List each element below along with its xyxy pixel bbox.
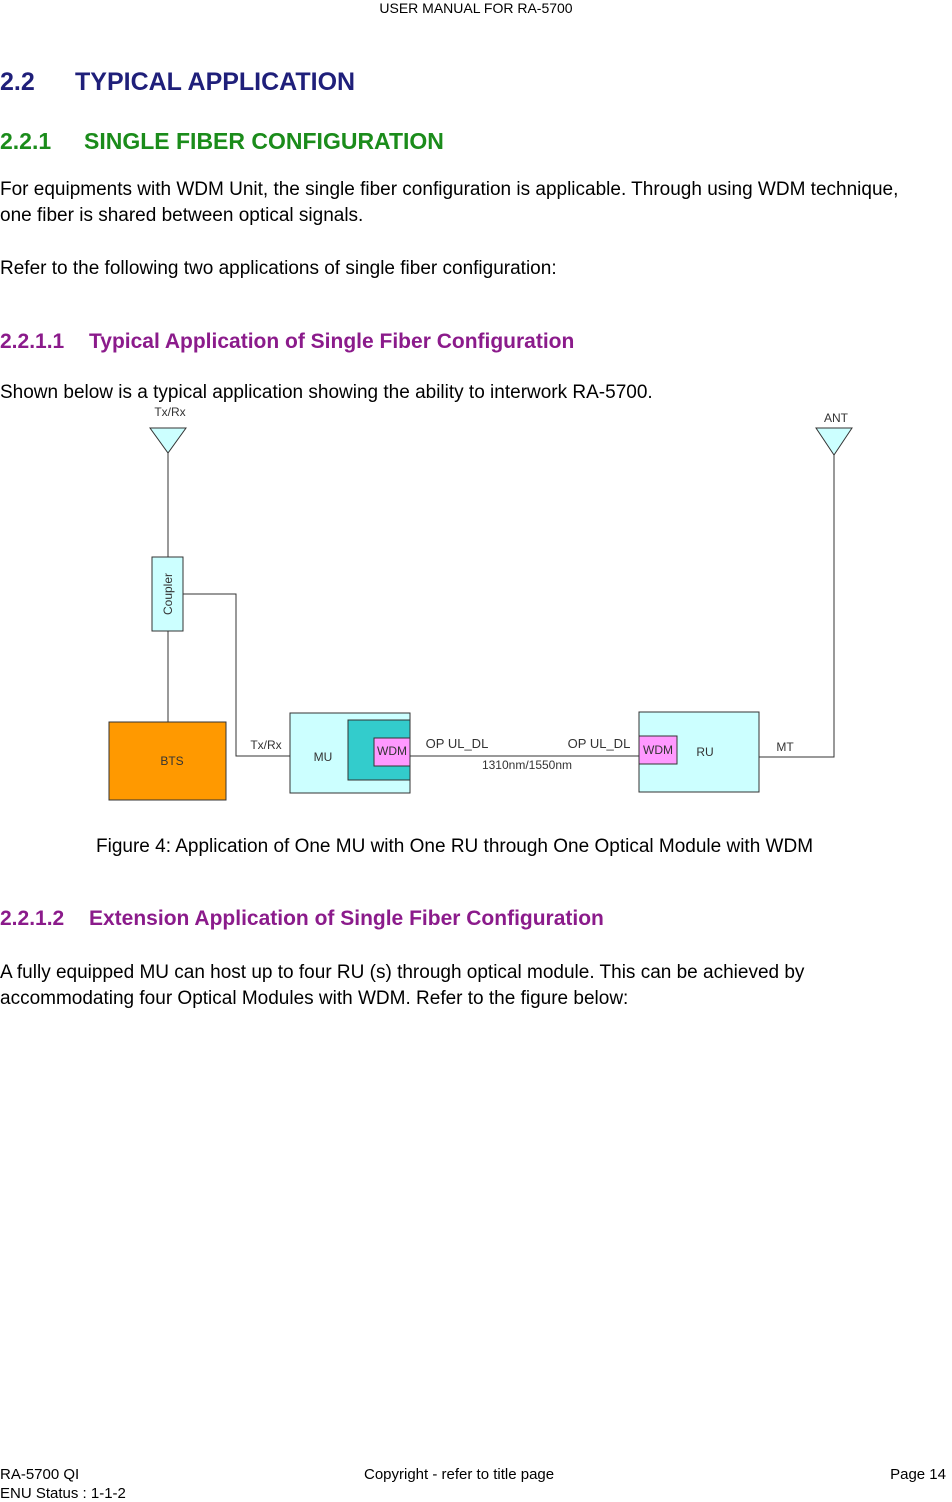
op-right-label: OP UL_DL [568, 736, 631, 751]
coupler-label: Coupler [161, 573, 175, 615]
antenna-right-icon [815, 427, 853, 456]
footer-doc-id: RA-5700 QI [0, 1466, 80, 1483]
page-header: USER MANUAL FOR RA-5700 [379, 0, 573, 16]
ru-label: RU [696, 745, 713, 759]
mt-label: MT [776, 740, 794, 754]
bts-label: BTS [160, 754, 183, 768]
antenna-left-label: Tx/Rx [154, 405, 185, 419]
footer-status: ENU Status : 1-1-2 [0, 1485, 126, 1502]
subsubsection-title-1: Typical Application of Single Fiber Conf… [89, 330, 575, 353]
ru-wdm-box [638, 735, 678, 765]
subsubsection-number-1: 2.2.1.1 [0, 330, 65, 353]
mu-label: MU [314, 750, 333, 764]
section-title: TYPICAL APPLICATION [75, 68, 356, 96]
subsection-title: SINGLE FIBER CONFIGURATION [84, 128, 444, 154]
antenna-right-label: ANT [824, 411, 849, 425]
paragraph-extension: A fully equipped MU can host up to four … [0, 962, 805, 1009]
op-left-label: OP UL_DL [426, 736, 489, 751]
section-number: 2.2 [0, 68, 35, 96]
mu-wdm-box [373, 737, 411, 767]
subsubsection-heading-1: 2.2.1.1 Typical Application of Single Fib… [0, 330, 574, 354]
subsubsection-number-2: 2.2.1.2 [0, 907, 65, 930]
section-heading: 2.2 TYPICAL APPLICATION [0, 68, 355, 97]
ru-wdm-label: WDM [643, 743, 673, 757]
subsection-heading: 2.2.1 SINGLE FIBER CONFIGURATION [0, 128, 444, 155]
paragraph-shown-below: Shown below is a typical application sho… [0, 382, 653, 403]
footer-page-number: Page 14 [890, 1466, 946, 1483]
subsubsection-title-2: Extension Application of Single Fiber Co… [89, 907, 604, 930]
txrx-link-label: Tx/Rx [250, 738, 281, 752]
paragraph-refer: Refer to the following two applications … [0, 258, 557, 279]
mu-wdm-label: WDM [377, 744, 407, 758]
subsection-number: 2.2.1 [0, 128, 52, 154]
footer-copyright: Copyright - refer to title page [364, 1466, 555, 1483]
paragraph-intro: For equipments with WDM Unit, the single… [0, 179, 899, 226]
application-diagram: Tx/Rx Coupler BTS Tx/Rx MU WDM OP UL_DL … [108, 405, 853, 801]
figure-caption: Figure 4: Application of One MU with One… [96, 836, 814, 857]
fiber-label: 1310nm/1550nm [482, 758, 572, 772]
bts-box [108, 721, 227, 801]
antenna-left-icon [149, 427, 187, 454]
subsubsection-heading-2: 2.2.1.2 Extension Application of Single F… [0, 907, 604, 931]
